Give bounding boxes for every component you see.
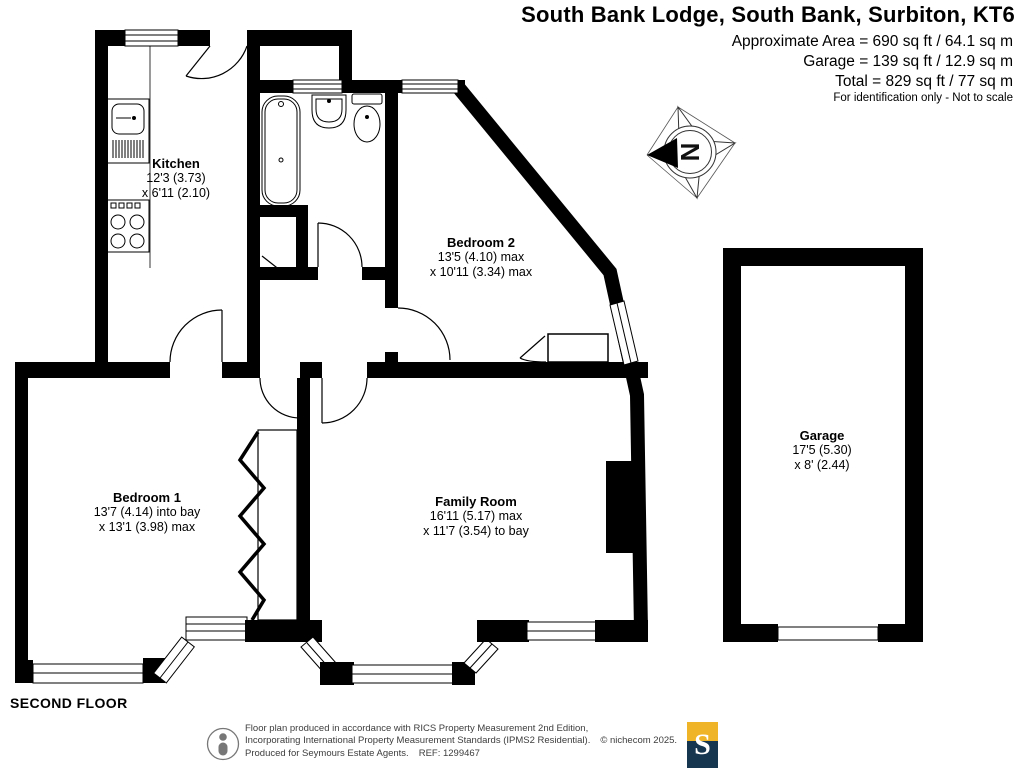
total-area-text: Total = 829 sq ft / 77 sq m (835, 73, 1013, 90)
floor-label: SECOND FLOOR (10, 695, 128, 711)
kitchen-label: Kitchen 12'3 (3.73) x 6'11 (2.10) (141, 156, 211, 200)
garage-door (750, 626, 898, 641)
bedroom2-label: Bedroom 2 13'5 (4.10) max x 10'11 (3.34)… (429, 235, 533, 279)
seymours-logo: S (687, 722, 718, 768)
doors (169, 45, 609, 424)
logo-letter: S (694, 728, 711, 761)
bedroom1-label: Bedroom 1 13'7 (4.14) into bay x 13'1 (3… (93, 490, 201, 534)
logo-gold-band (687, 722, 718, 741)
compass-icon: N (646, 105, 737, 200)
garage-area-text: Garage = 139 sq ft / 12.9 sq m (803, 53, 1013, 70)
approximate-area-text: Approximate Area = 690 sq ft / 64.1 sq m (731, 33, 1013, 50)
nichecom-logo person-icon (206, 727, 240, 761)
north-arrow (647, 138, 678, 168)
familyroom-label: Family Room 16'11 (5.17) max x 11'7 (3.5… (423, 494, 529, 538)
garage-label: Garage 17'5 (5.30) x 8' (2.44) (792, 428, 852, 472)
copyright-text: © nichecom 2025. (600, 735, 678, 747)
bedroom1-bay-window (15, 616, 322, 684)
toilet-icon (351, 93, 383, 143)
kitchen-sink-icon (106, 98, 150, 164)
stove-icon (106, 199, 150, 253)
bathtub-icon (261, 95, 301, 207)
ref-number: REF: 1299467 (418, 747, 480, 759)
footer-disclaimer: Floor plan produced in accordance with R… (245, 723, 677, 760)
compass-letter: N (675, 143, 705, 162)
disclaimer-text: For identification only - Not to scale (833, 92, 1013, 104)
footer-line-2: Incorporating International Property Mea… (245, 735, 678, 747)
windows (124, 29, 639, 366)
closet (237, 429, 298, 621)
footer-line-1: Floor plan produced in accordance with R… (245, 723, 589, 734)
familyroom-bay-window (300, 620, 648, 685)
basin-icon (311, 94, 347, 129)
drainer-lines (112, 140, 144, 158)
walls (15, 30, 648, 683)
footer-line-3: Produced for Seymours Estate Agents.REF:… (245, 747, 480, 759)
logo-navy-band (687, 741, 718, 768)
garage-walls (723, 248, 923, 642)
page-title: South Bank Lodge, South Bank, Surbiton, … (521, 2, 1015, 27)
